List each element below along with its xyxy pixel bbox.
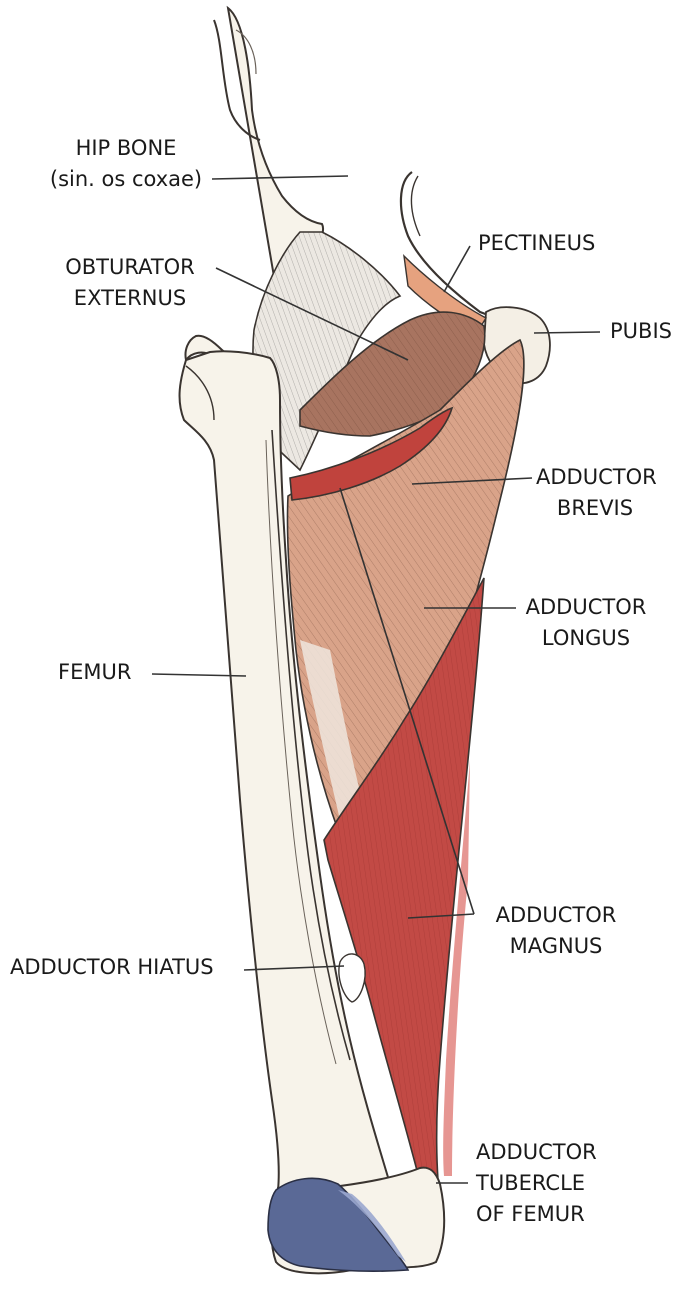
label-adductor-hiatus-line-1: ADDUCTOR HIATUS [10, 955, 214, 979]
hip-capsule-striation [252, 232, 400, 470]
label-adductor-tubercle-line-2: TUBERCLE [476, 1171, 586, 1195]
label-adductor-magnus-line-1: ADDUCTOR [495, 903, 617, 927]
label-adductor-brevis-line-2: BREVIS [556, 496, 634, 520]
adductor-magnus-upper-band [289, 406, 454, 501]
label-hip-bone: HIP BONE (sin. os coxae) [44, 133, 208, 195]
adductor-magnus-highlight [443, 760, 470, 1176]
label-adductor-longus-line-2: LONGUS [541, 626, 631, 650]
label-femur-line-1: FEMUR [58, 660, 132, 684]
label-adductor-tubercle-line-3: OF FEMUR [476, 1202, 585, 1226]
leader-adductor-hiatus [243, 965, 345, 971]
label-adductor-brevis-line-1: ADDUCTOR [536, 465, 657, 489]
label-adductor-longus-line-1: ADDUCTOR [525, 595, 647, 619]
label-adductor-tubercle-line-1: ADDUCTOR [476, 1140, 597, 1164]
label-obturator-externus-line-2: EXTERNUS [73, 286, 187, 310]
label-obturator-externus-line-1: OBTURATOR [65, 255, 195, 279]
label-obturator-externus: OBTURATOR EXTERNUS [54, 252, 206, 314]
label-adductor-magnus-line-2: MAGNUS [509, 934, 603, 958]
label-pubis-line-1: PUBIS [610, 319, 672, 343]
label-adductor-longus: ADDUCTOR LONGUS [522, 592, 650, 654]
leader-adductor-magnus-b [407, 913, 475, 919]
label-hip-bone-line-1: HIP BONE [75, 136, 177, 160]
label-adductor-hiatus: ADDUCTOR HIATUS [10, 952, 214, 983]
leader-hip-bone [211, 175, 349, 180]
hip-bone [184, 5, 551, 385]
femoral-condyle-cartilage-highlight [338, 1190, 406, 1262]
leader-femur [151, 673, 247, 677]
leader-pubis [533, 331, 601, 334]
adductor-hiatus-opening [338, 953, 366, 1003]
label-pectineus-line-1: PECTINEUS [478, 231, 596, 255]
femoral-condyle-cartilage [267, 1177, 410, 1272]
label-femur: FEMUR [58, 657, 131, 688]
label-hip-bone-line-2: (sin. os coxae) [49, 167, 203, 191]
label-adductor-magnus: ADDUCTOR MAGNUS [482, 900, 630, 962]
leader-lines [151, 175, 601, 1184]
adductor-tendon-sheet [300, 640, 362, 820]
leader-obturator-externus [215, 267, 409, 361]
adductor-magnus-fibers [324, 578, 484, 1182]
obturator-externus-fibers [300, 312, 485, 436]
leader-pectineus [443, 245, 471, 293]
label-adductor-tubercle: ADDUCTOR TUBERCLE OF FEMUR [476, 1137, 597, 1230]
label-pectineus: PECTINEUS [478, 228, 595, 259]
leader-adductor-magnus-a [339, 487, 475, 915]
leader-adductor-brevis [411, 477, 533, 485]
label-pubis: PUBIS [610, 316, 672, 347]
label-adductor-brevis: ADDUCTOR BREVIS [536, 462, 657, 524]
